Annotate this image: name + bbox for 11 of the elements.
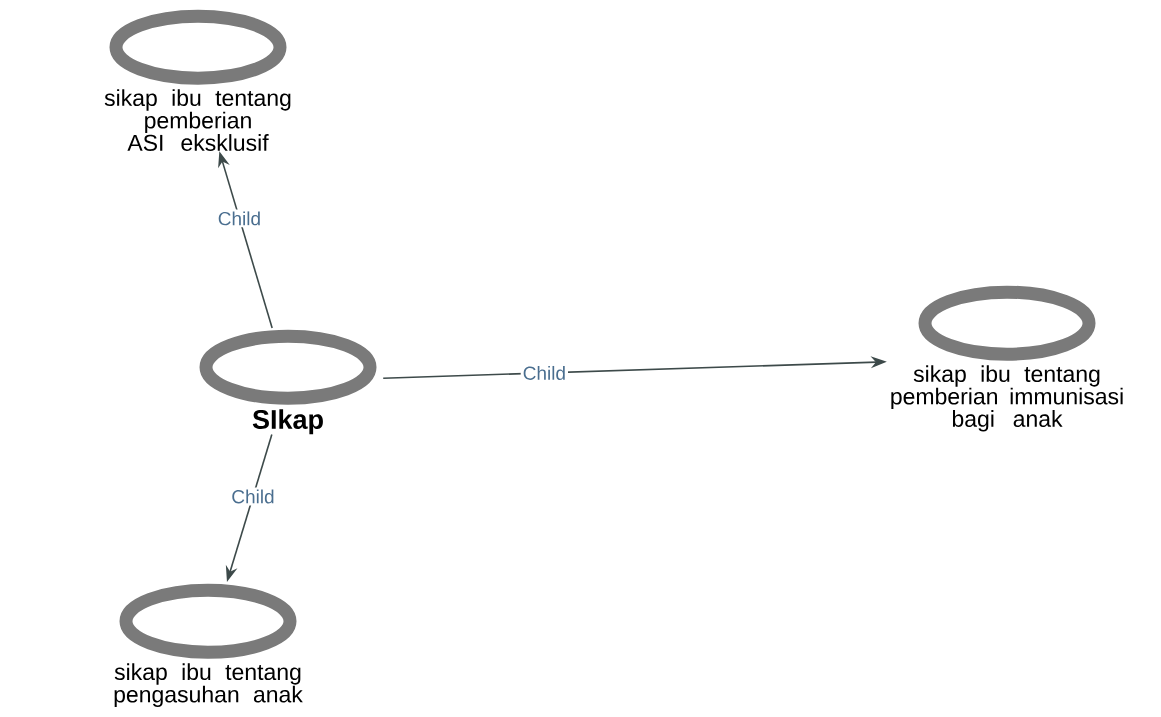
circle-node: SIkap (199, 329, 377, 435)
edge-label: Child (523, 365, 565, 380)
node-label: sikap ibu tentang pemberian immunisasi bagi anak (891, 365, 1123, 432)
node-label: sikap ibu tentang pemberian ASI eksklusif (104, 89, 291, 151)
circle-node: sikap ibu tentang pemberian immunisasi bagi anak (891, 285, 1123, 432)
node-label: SIkap (252, 409, 323, 435)
circle-node: sikap ibu tentang pengasuhan anak (114, 583, 303, 708)
node-label: sikap ibu tentang pengasuhan anak (114, 663, 303, 708)
circle-node: sikap ibu tentang pemberian ASI eksklusif (104, 9, 291, 151)
edge-label: Child (218, 211, 260, 226)
edge-label: Child (232, 489, 274, 504)
